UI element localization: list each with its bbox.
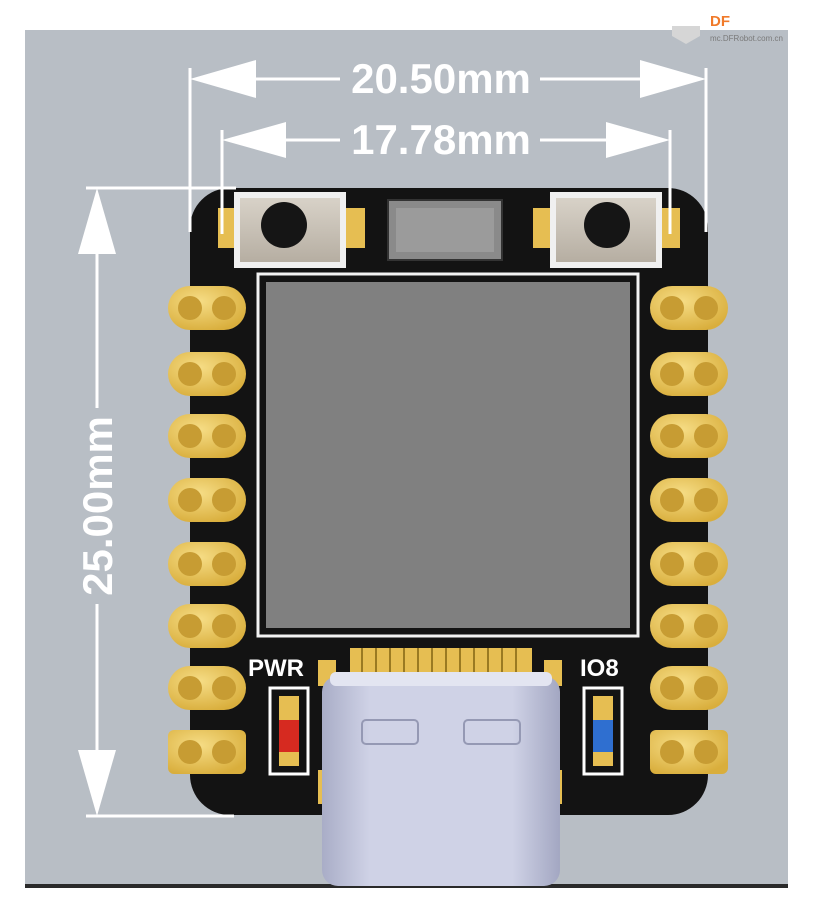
pcb-board: PWR IO8 bbox=[168, 188, 728, 886]
arrow-right-icon bbox=[640, 60, 706, 98]
watermark-logo: DF mc.DFRobot.com.cn bbox=[672, 13, 783, 44]
arrow-right-icon bbox=[606, 122, 670, 158]
boot-button bbox=[533, 192, 680, 268]
arrow-down-icon bbox=[78, 750, 116, 816]
usb-c-connector bbox=[322, 672, 560, 886]
watermark-brand: DF bbox=[710, 13, 730, 30]
left-pin-header bbox=[168, 286, 246, 774]
reset-button-cap-icon bbox=[261, 202, 307, 248]
pin-pitch-width-dimension: 17.78mm bbox=[351, 116, 531, 163]
right-pin-header bbox=[650, 286, 728, 774]
module-shield-outline bbox=[256, 272, 640, 638]
power-led-label: PWR bbox=[248, 655, 304, 682]
power-led bbox=[268, 686, 310, 776]
arrow-left-icon bbox=[190, 60, 256, 98]
watermark-url: mc.DFRobot.com.cn bbox=[710, 34, 783, 43]
outer-width-dimension: 20.50mm bbox=[351, 55, 531, 102]
user-led-label: IO8 bbox=[580, 655, 619, 682]
user-led bbox=[582, 686, 624, 776]
antenna-chip-shade bbox=[396, 208, 494, 252]
logo-shape-icon bbox=[672, 26, 700, 44]
arrow-left-icon bbox=[222, 122, 286, 158]
dimension-lines bbox=[78, 60, 708, 818]
arrow-up-icon bbox=[78, 188, 116, 254]
reset-button bbox=[218, 192, 365, 268]
boot-button-cap-icon bbox=[584, 202, 630, 248]
height-dimension: 25.00mm bbox=[74, 416, 121, 596]
module-shield bbox=[266, 282, 630, 628]
